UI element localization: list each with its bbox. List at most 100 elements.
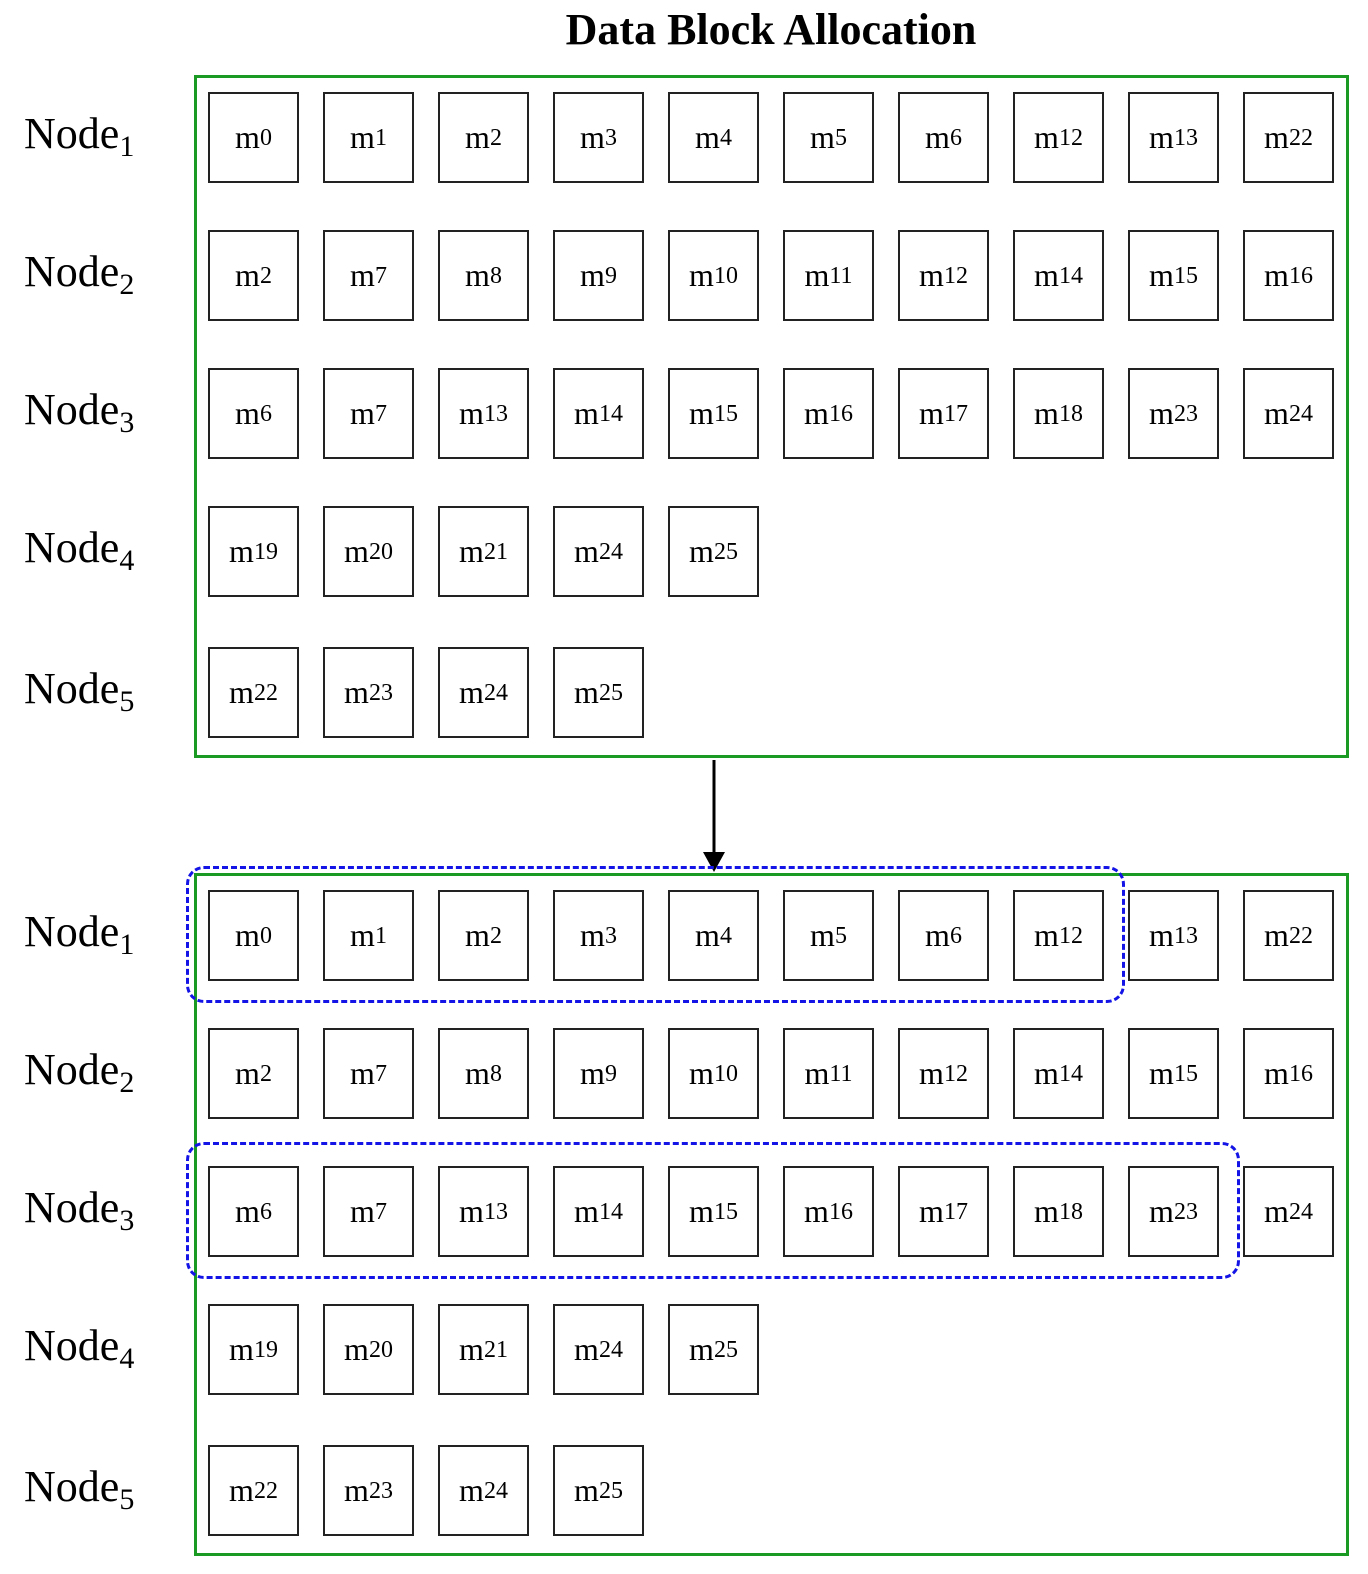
node-index: 2 xyxy=(119,268,135,301)
data-block-letter: m xyxy=(695,119,720,155)
data-block-letter: m xyxy=(919,257,944,293)
data-block-letter: m xyxy=(350,1055,375,1091)
data-block-letter: m xyxy=(580,917,605,953)
data-block-letter: m xyxy=(229,533,254,569)
selected-blocks-group xyxy=(186,866,1125,1003)
data-block-letter: m xyxy=(1264,1055,1289,1091)
data-block-letter: m xyxy=(229,1331,254,1367)
data-block-letter: m xyxy=(235,119,260,155)
data-block-letter: m xyxy=(344,1331,369,1367)
data-block-letter: m xyxy=(235,395,260,431)
data-block-letter: m xyxy=(580,257,605,293)
node-label-text: Node xyxy=(24,1321,120,1370)
data-block-letter: m xyxy=(235,257,260,293)
data-block-letter: m xyxy=(689,395,714,431)
node-label-text: Node xyxy=(24,385,120,434)
node-index: 2 xyxy=(119,1066,135,1099)
data-block-letter: m xyxy=(1264,257,1289,293)
node-label: Node2 xyxy=(24,1048,134,1098)
data-block-letter: m xyxy=(350,395,375,431)
data-block-letter: m xyxy=(229,1472,254,1508)
data-block-letter: m xyxy=(350,917,375,953)
data-block-letter: m xyxy=(574,1472,599,1508)
data-block-letter: m xyxy=(344,1472,369,1508)
data-block-letter: m xyxy=(574,1193,599,1229)
data-block-letter: m xyxy=(1149,119,1174,155)
data-block-letter: m xyxy=(1034,119,1059,155)
data-block-letter: m xyxy=(810,917,835,953)
data-block-letter: m xyxy=(689,257,714,293)
data-block-letter: m xyxy=(1034,1193,1059,1229)
node-index: 5 xyxy=(119,1483,135,1516)
node-label-text: Node xyxy=(24,247,120,296)
data-block-letter: m xyxy=(919,1055,944,1091)
data-block-letter: m xyxy=(1034,395,1059,431)
node-index: 3 xyxy=(119,406,135,439)
data-block-letter: m xyxy=(350,1193,375,1229)
node-label: Node3 xyxy=(24,1186,134,1236)
data-block-letter: m xyxy=(350,257,375,293)
data-block-letter: m xyxy=(1034,257,1059,293)
data-block-letter: m xyxy=(350,119,375,155)
data-block-letter: m xyxy=(919,1193,944,1229)
data-block-letter: m xyxy=(580,1055,605,1091)
data-block-letter: m xyxy=(1264,1193,1289,1229)
node-index: 3 xyxy=(119,1204,135,1237)
data-block-letter: m xyxy=(804,395,829,431)
node-label: Node5 xyxy=(24,1465,134,1515)
node-label-text: Node xyxy=(24,523,120,572)
data-block-letter: m xyxy=(695,917,720,953)
data-block-letter: m xyxy=(804,257,830,293)
data-block-letter: m xyxy=(574,1331,599,1367)
data-block-letter: m xyxy=(810,119,835,155)
node-label: Node3 xyxy=(24,385,134,438)
node-index: 5 xyxy=(119,685,135,718)
node-index: 4 xyxy=(119,544,135,577)
data-block-letter: m xyxy=(235,1055,260,1091)
data-block-letter: m xyxy=(465,1055,490,1091)
